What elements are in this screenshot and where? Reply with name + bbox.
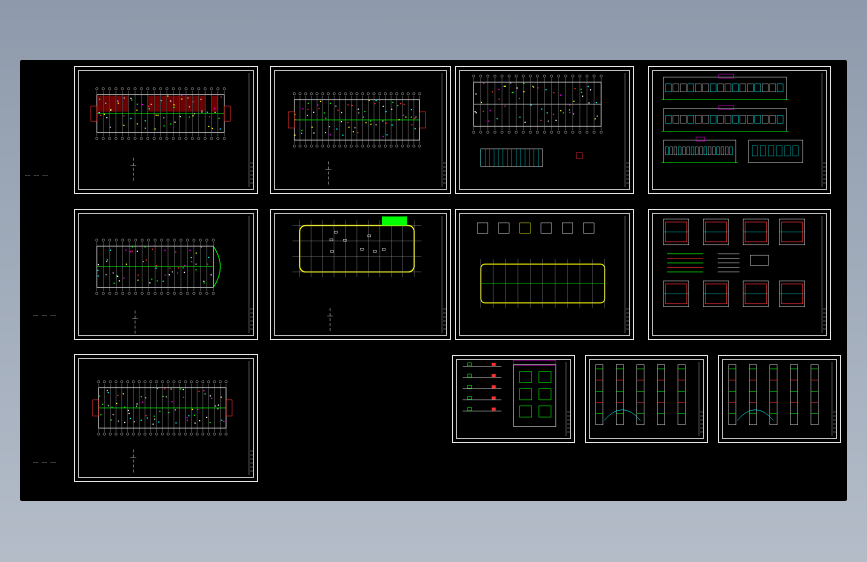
drawing-sheet-3[interactable] xyxy=(455,66,634,194)
row-2-label: —— —— —— xyxy=(33,313,57,318)
drawing-sheet-6[interactable] xyxy=(270,209,451,340)
drawing-sheet-4[interactable] xyxy=(648,66,831,194)
row-1-label: —— —— —— xyxy=(25,173,49,178)
elevation-drawing xyxy=(661,73,826,187)
row-3-label: —— —— —— xyxy=(33,460,57,465)
plan-drawing xyxy=(292,216,446,333)
drawing-sheet-12[interactable] xyxy=(718,355,841,443)
facade-drawing xyxy=(462,360,570,436)
plan-drawing xyxy=(90,73,253,187)
section-drawing xyxy=(595,362,703,436)
drawing-sheet-9[interactable] xyxy=(74,354,258,482)
plan-drawing xyxy=(472,73,629,187)
drawing-sheet-1[interactable] xyxy=(74,66,258,194)
cad-canvas[interactable]: —— —— —— —— —— —— —— —— —— xyxy=(20,60,847,501)
plan-drawing xyxy=(92,361,253,475)
drawing-sheet-7[interactable] xyxy=(455,209,634,340)
drawing-sheet-10[interactable] xyxy=(452,355,575,443)
drawing-sheet-2[interactable] xyxy=(270,66,451,194)
plan-drawing xyxy=(288,73,446,187)
drawing-sheet-8[interactable] xyxy=(648,209,831,340)
drawing-sheet-5[interactable] xyxy=(74,209,258,340)
detail-drawing xyxy=(663,216,826,333)
section-drawing xyxy=(728,362,836,436)
plan-drawing xyxy=(95,216,253,334)
plan-drawing xyxy=(477,216,629,333)
drawing-sheet-11[interactable] xyxy=(585,355,708,443)
